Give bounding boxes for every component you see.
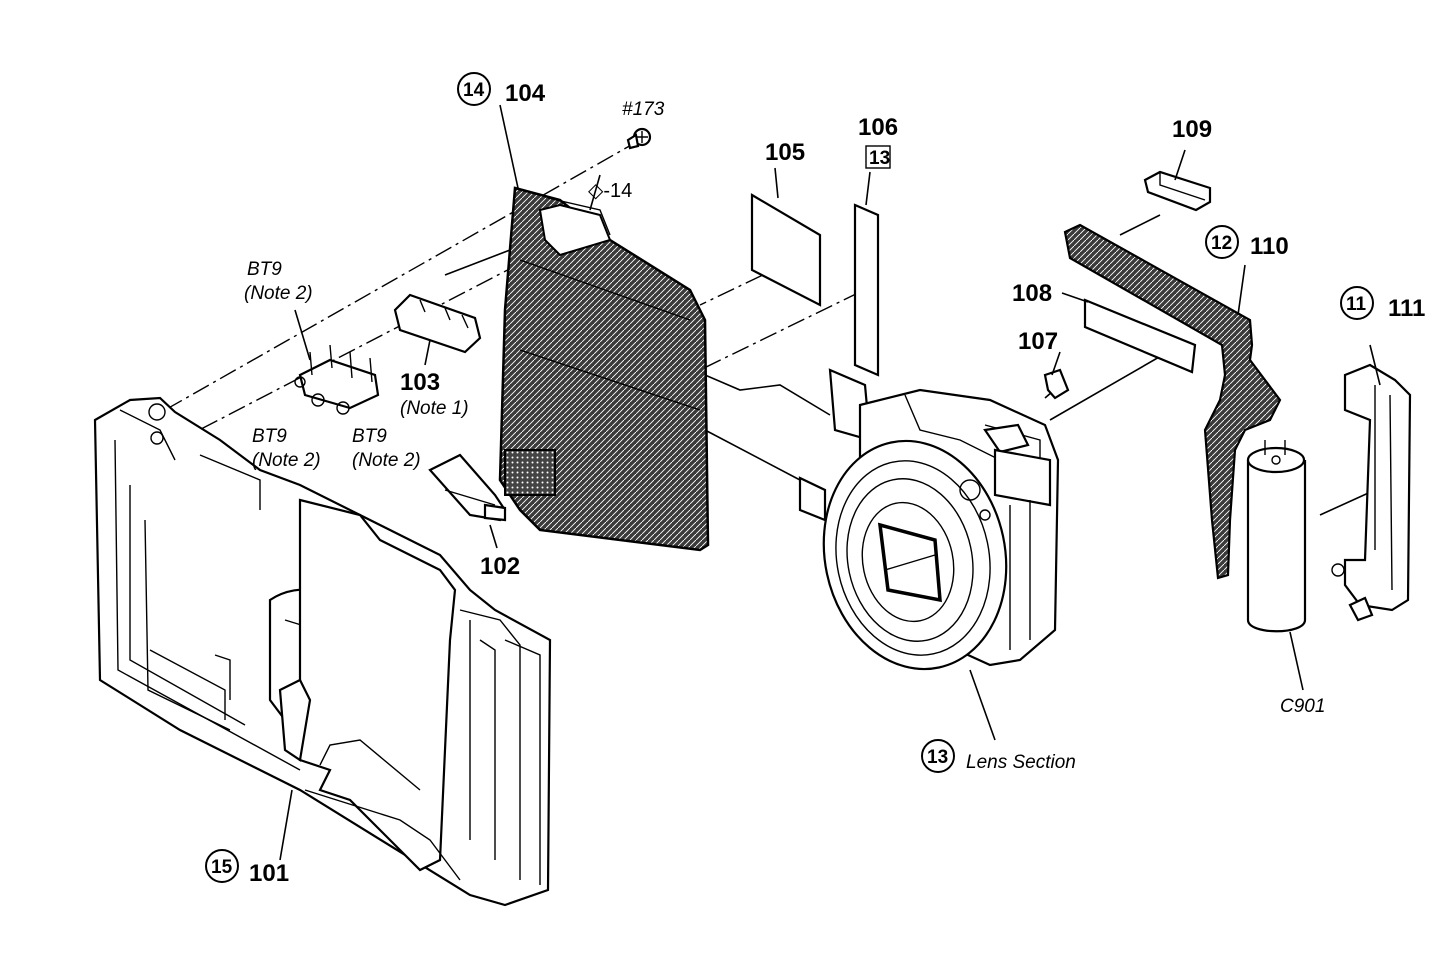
circle-11-icon [1340,286,1374,320]
battery-contacts-bt9 [294,344,380,415]
label-leaders [279,104,1246,861]
circled-14: 14 [463,80,485,101]
label-106-box: 13 [869,148,890,169]
shield-plate-103 [393,293,482,354]
label-diamond-ref: ◇-14 [588,180,632,202]
part-labels: 104 #173 ◇-14 105 106 13 109 110 108 107… [244,80,1425,887]
label-lens-section: Lens Section [966,752,1076,773]
bracket-111 [1331,344,1412,622]
circle-14-icon [457,72,491,106]
sheet-105 [750,193,822,307]
circle-15-icon [205,849,239,883]
box-106 [865,145,891,169]
part-109 [1143,170,1212,212]
label-106: 106 [858,114,898,141]
label-bt9-top-note: (Note 2) [244,283,313,304]
strip-106 [853,203,880,377]
flex-board-110 [1063,223,1282,580]
label-102: 102 [480,553,520,580]
clip-107 [1043,368,1070,400]
label-bt9-right: BT9 [352,426,387,447]
circled-13: 13 [927,747,948,768]
label-c901: C901 [1280,696,1325,717]
label-105: 105 [765,139,805,166]
label-bt9-left-note: (Note 2) [252,450,321,471]
label-110: 110 [1250,233,1289,260]
circled-11: 11 [1346,294,1367,315]
circled-15: 15 [211,857,233,878]
label-103-note: (Note 1) [400,398,469,419]
bracket-102 [428,453,507,522]
label-101: 101 [249,860,289,887]
screw-173 [626,127,652,150]
label-bt9-right-note: (Note 2) [352,450,421,471]
circle-12-icon [1205,225,1239,259]
circle-13-icon [921,739,955,773]
label-111: 111 [1388,295,1425,322]
label-109: 109 [1172,116,1212,143]
front-frame-101 [93,396,552,907]
label-103: 103 [400,369,440,396]
label-107: 107 [1018,328,1058,355]
label-bt9-left: BT9 [252,426,287,447]
main-board-104 [498,186,710,552]
strip-108 [1083,298,1197,374]
lens-section-assembly [798,368,1060,671]
circled-references: 14 12 11 13 15 [205,72,1374,883]
label-108: 108 [1012,280,1052,307]
label-104: 104 [505,80,546,107]
label-bt9-top: BT9 [247,259,282,280]
circled-12: 12 [1211,233,1232,254]
capacitor-c901 [1246,440,1307,691]
label-screw-173: #173 [622,99,665,120]
